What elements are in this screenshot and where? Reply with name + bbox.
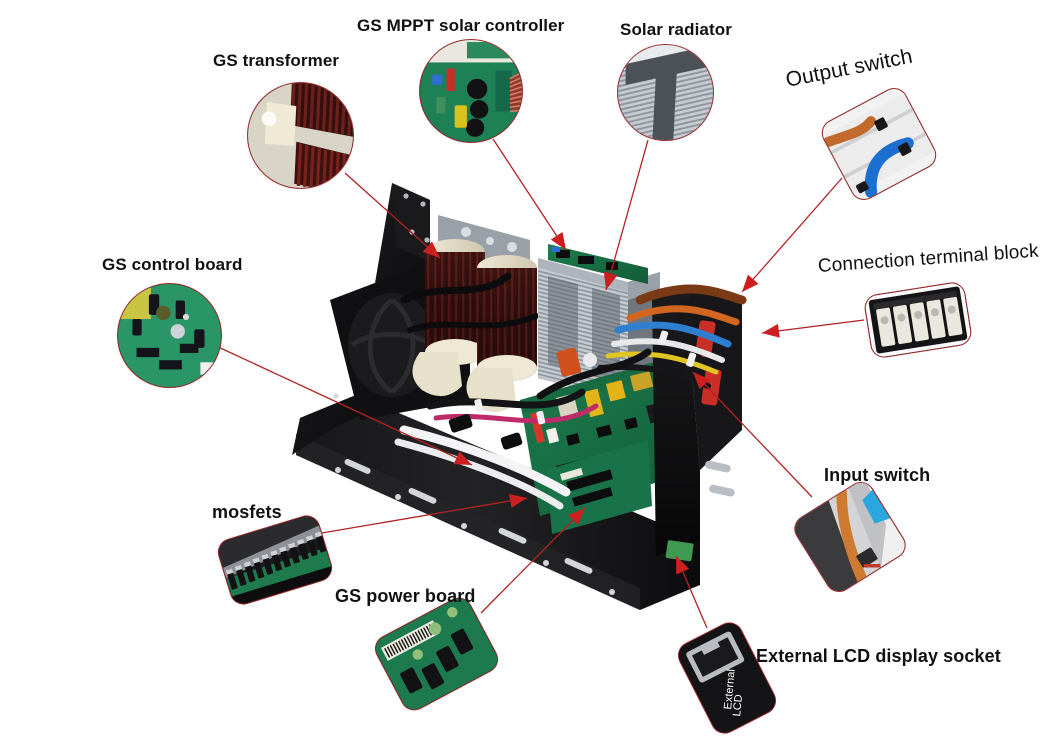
leader-input-switch-arrowhead	[693, 372, 710, 390]
leader-gs-transformer	[344, 172, 441, 259]
leader-output-switch	[741, 177, 843, 293]
callout-label-gs-transformer: GS transformer	[213, 51, 340, 70]
callout-bubble-solar-radiator	[617, 44, 714, 141]
callout-label-external-lcd-display-socket: External LCD display socket	[756, 646, 1001, 666]
callout-bubble-external-lcd-display-socket: External LCD	[673, 617, 781, 739]
svg-text:External: External	[722, 669, 737, 710]
leader-solar-radiator	[605, 139, 649, 291]
leader-gs-power-board-arrowhead	[568, 508, 585, 526]
leader-gs-control-board	[213, 344, 473, 466]
callout-label-solar-radiator: Solar radiator	[620, 20, 732, 39]
svg-text:LCD: LCD	[731, 694, 745, 717]
callout-label-gs-control-board: GS control board	[102, 255, 243, 274]
leader-mosfets-arrowhead	[509, 493, 527, 508]
callout-bubble-connection-terminal-block	[862, 280, 974, 360]
callout-bubble-mosfets	[214, 511, 336, 609]
leader-gs-mppt-solar-controller	[492, 138, 567, 251]
callout-label-gs-power-board: GS power board	[335, 586, 476, 606]
leader-solar-radiator-arrowhead	[603, 271, 618, 290]
callout-bubble-gs-mppt-solar-controller	[419, 39, 523, 143]
callout-bubble-output-switch	[816, 83, 942, 205]
leader-gs-mppt-solar-controller-arrowhead	[550, 231, 566, 250]
callout-bubble-input-switch	[789, 476, 911, 598]
leader-input-switch	[692, 371, 813, 498]
leader-gs-control-board-arrowhead	[453, 451, 472, 465]
callout-label-mosfets: mosfets	[212, 502, 282, 522]
leader-connection-terminal-block	[761, 319, 865, 334]
callout-label-gs-mppt-solar-controller: GS MPPT solar controller	[357, 16, 565, 35]
callout-bubble-gs-power-board	[370, 592, 503, 716]
leader-mosfets	[315, 497, 528, 535]
callout-label-input-switch: Input switch	[824, 465, 931, 485]
leader-gs-power-board	[480, 507, 586, 614]
leader-connection-terminal-block-arrowhead	[762, 323, 780, 338]
leader-external-lcd-arrowhead	[676, 556, 690, 575]
callout-bubble-gs-transformer	[247, 82, 354, 189]
callout-bubble-gs-control-board	[117, 283, 222, 388]
leader-output-switch-arrowhead	[742, 274, 759, 292]
leader-gs-transformer-arrowhead	[422, 241, 440, 258]
